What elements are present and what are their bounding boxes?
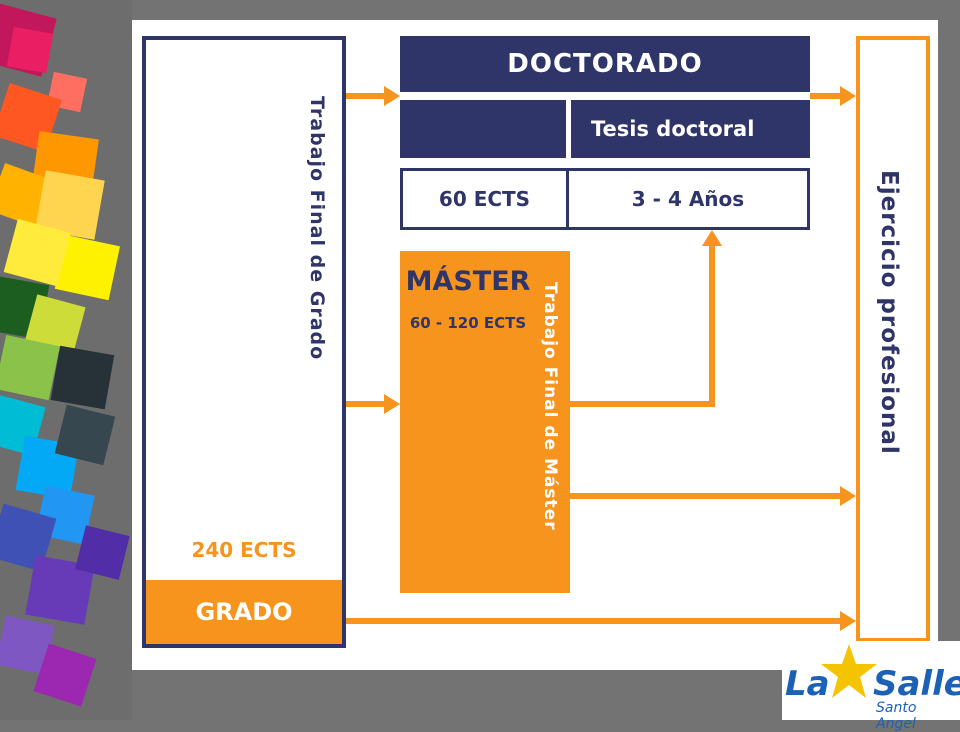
doctorado-thesis-left-cell xyxy=(400,100,566,158)
doctorado-credits-box xyxy=(400,168,810,230)
master-box xyxy=(400,251,570,593)
star-icon xyxy=(821,644,877,698)
doctorado-credits-divider xyxy=(566,168,569,230)
colorful-cubes-decoration xyxy=(0,0,132,720)
doctorado-header: DOCTORADO xyxy=(400,36,810,92)
doctorado-thesis-label: Tesis doctoral xyxy=(571,100,810,158)
ejercicio-profesional-label: Ejercicio profesional xyxy=(876,170,902,455)
doctorado-duration-label: 3 - 4 Años xyxy=(631,187,745,211)
la-salle-logo xyxy=(782,641,960,720)
grado-final-project-label: Trabajo Final de Grado xyxy=(306,96,328,361)
logo-text-la: La xyxy=(785,664,830,704)
arrow-master-to-doctorado xyxy=(570,244,715,407)
logo-text-salle: Salle xyxy=(873,664,960,704)
master-label: MÁSTER xyxy=(405,266,531,297)
grado-box xyxy=(142,36,346,648)
doctorado-ects-label: 60 ECTS xyxy=(438,187,531,211)
grado-label: GRADO xyxy=(146,580,342,644)
logo-subtitle: Santo Angel xyxy=(876,700,917,732)
ejercicio-profesional-box xyxy=(856,36,930,642)
grado-ects-label: 240 ECTS xyxy=(191,538,297,562)
master-ects-label: 60 - 120 ECTS xyxy=(409,314,527,332)
master-final-project-label: Trabajo Final de Máster xyxy=(540,282,560,531)
